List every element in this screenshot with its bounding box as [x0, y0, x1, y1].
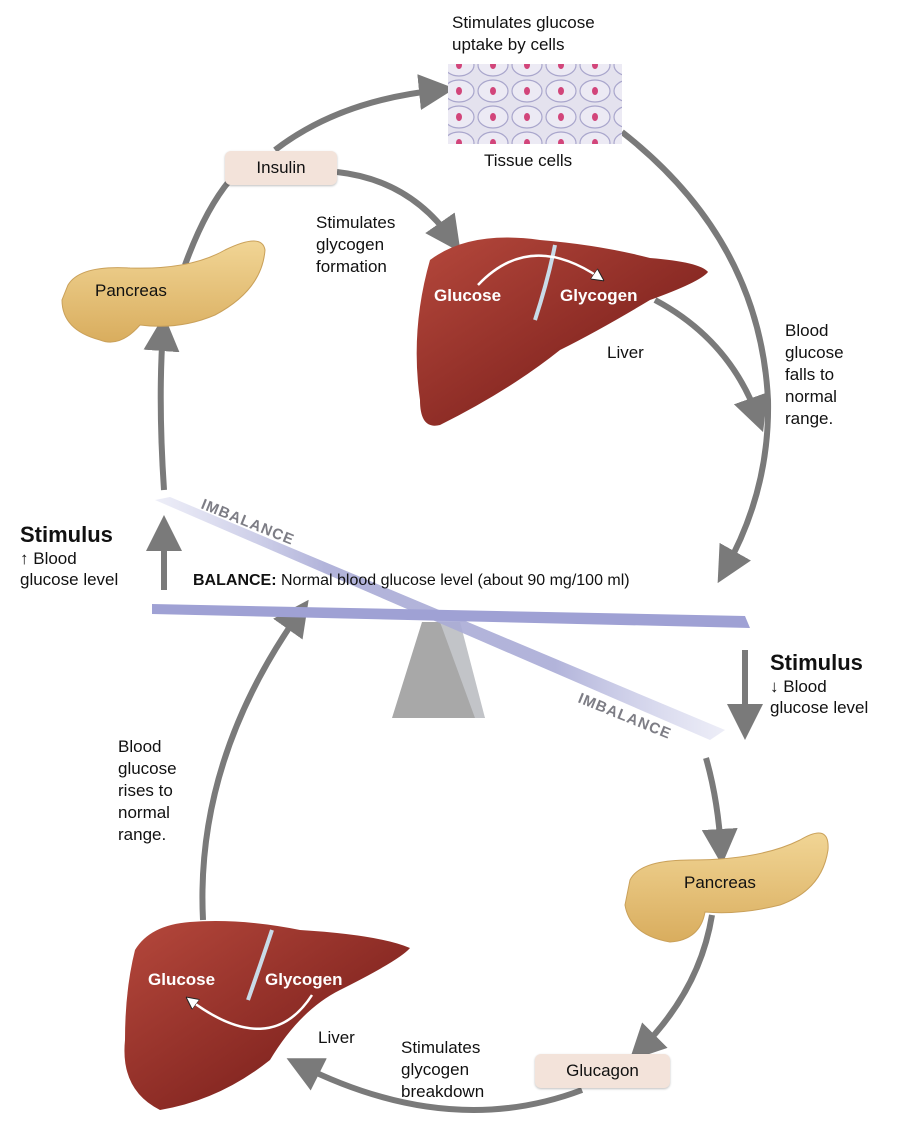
balance-bold: BALANCE:: [193, 572, 277, 589]
stimulus-up-title: Stimulus: [20, 522, 113, 547]
tissue-caption: Stimulates glucose uptake by cells: [452, 13, 595, 54]
arrow-stimulus-to-pancreas: [143, 315, 180, 491]
stimulus-down: Stimulus ↓ Blood glucose level: [770, 650, 868, 718]
stimulus-down-text-1: Blood: [783, 677, 827, 696]
arrow-pancreas-to-glucagon: [629, 914, 715, 1061]
pancreas-top-illustration: [61, 240, 266, 343]
tissue-cells-label: Tissue cells: [484, 151, 573, 170]
stimulus-down-title: Stimulus: [770, 650, 863, 675]
glucose-to-glycogen-arrow: [477, 254, 600, 286]
liver-bottom-illustration: [124, 921, 410, 1110]
result-falls-text: Blood glucose falls to normal range.: [785, 321, 844, 428]
liver-top-label: Liver: [607, 343, 644, 362]
liver-top-illustration: [416, 237, 708, 426]
stimulus-up-text-1: Blood: [33, 549, 77, 568]
pancreas-bottom-illustration: [624, 832, 829, 943]
pancreas-top-label: Pancreas: [95, 281, 167, 300]
arrow-insulin-to-liver: [336, 169, 461, 253]
pancreas-bottom-label: Pancreas: [684, 873, 756, 892]
glycogen-to-glucose-arrow: [190, 994, 314, 1031]
balance-text: Normal blood glucose level (about 90 mg/…: [276, 572, 630, 589]
balance-label: BALANCE: Normal blood glucose level (abo…: [193, 570, 630, 592]
arrow-pancreas-to-insulin: [182, 178, 233, 267]
liver-top-glycogen: Glycogen: [560, 286, 638, 305]
glucagon-box: Glucagon: [535, 1054, 670, 1088]
up-arrow-icon: ↑: [20, 549, 29, 568]
tissue-cells-illustration: [448, 64, 622, 144]
arrow-glucagon-to-liver: [286, 1058, 584, 1113]
stimulus-up: Stimulus ↑ Blood glucose level: [20, 522, 118, 590]
arrow-imbalance-to-pancreas: [701, 757, 738, 865]
arrow-liver-to-balance: [199, 599, 309, 921]
result-rises-text: Blood glucose rises to normal range.: [118, 737, 177, 844]
arrow-insulin-to-tissue: [273, 74, 455, 153]
liver-top-glucose: Glucose: [434, 286, 502, 305]
stimulus-up-text-2: glucose level: [20, 570, 119, 589]
down-arrow-icon: ↓: [770, 677, 779, 696]
arrow-liver-to-balance: [653, 297, 768, 433]
liver-bottom-glucose: Glucose: [148, 970, 216, 989]
liver-top-caption: Stimulates glycogen formation: [316, 213, 396, 276]
arrow-tissue-to-balance: [620, 129, 772, 584]
stimulus-down-text-2: glucose level: [770, 698, 869, 717]
liver-bottom-label: Liver: [318, 1028, 355, 1047]
liver-bottom-caption: Stimulates glycogen breakdown: [401, 1038, 485, 1101]
seesaw-fulcrum: [392, 622, 485, 718]
liver-bottom-glycogen: Glycogen: [265, 970, 343, 989]
balance-beam: [152, 604, 750, 628]
insulin-box: Insulin: [225, 151, 337, 185]
